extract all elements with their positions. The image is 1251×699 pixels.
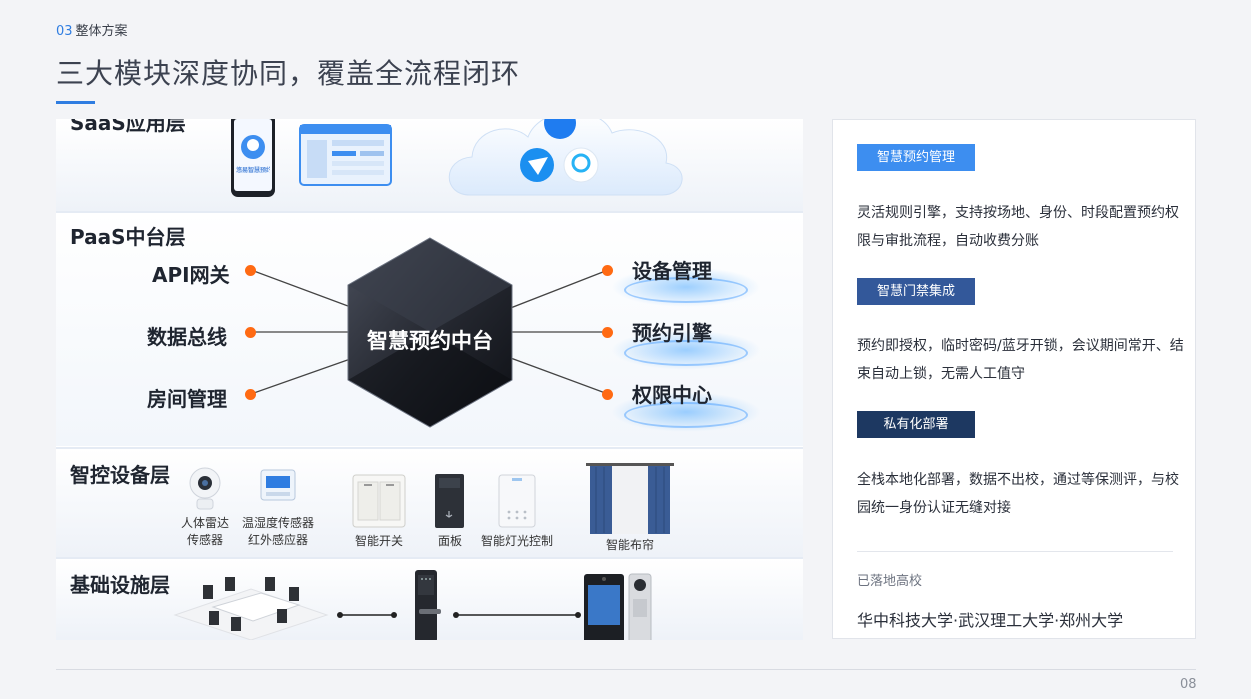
band-separator bbox=[56, 211, 803, 213]
saas-layer-band bbox=[56, 119, 803, 211]
smart-lock-icon bbox=[411, 569, 441, 640]
smart-switch-icon bbox=[352, 474, 406, 528]
saas-layer-label: SaaS应用层 bbox=[70, 119, 186, 135]
smart-switch-label: 智能开关 bbox=[354, 534, 403, 548]
smart-light-control-icon bbox=[498, 474, 536, 528]
device-layer-label: 智控设备层 bbox=[70, 463, 170, 487]
page-number: 08 bbox=[1180, 677, 1197, 692]
device-layer-band bbox=[56, 449, 803, 557]
band-separator bbox=[56, 447, 803, 449]
phone-app-text: 悠易智慧预约 bbox=[236, 167, 270, 174]
deployed-universities-list: 华中科技大学·武汉理工大学·郑州大学 bbox=[857, 611, 1124, 630]
face-terminal-icon bbox=[583, 573, 625, 640]
panel-label: 面板 bbox=[437, 534, 462, 548]
radar-sensor-label-line2: 传感器 bbox=[186, 533, 223, 547]
core-hexagon bbox=[345, 235, 515, 430]
deployed-universities-heading: 已落地高校 bbox=[857, 574, 923, 589]
private-deployment-desc: 全栈本地化部署，数据不出校，通过等保测评，与校园统一身份认证无缝对接 bbox=[857, 472, 1179, 516]
core-label: 智慧预约中台 bbox=[367, 329, 493, 353]
infra-layer-label: 基础设施层 bbox=[70, 573, 170, 597]
left-node-dot bbox=[245, 389, 256, 400]
temperature-sensor-icon bbox=[259, 468, 297, 504]
tag-private-deployment: 私有化部署 bbox=[857, 411, 975, 438]
right-node-dot bbox=[602, 327, 613, 338]
meeting-room-icon bbox=[173, 569, 329, 640]
section-name: 整体方案 bbox=[75, 24, 128, 39]
band-separator bbox=[56, 557, 803, 559]
section-number: 03 bbox=[56, 24, 73, 39]
web-console-icon bbox=[299, 124, 392, 186]
temperature-sensor-label: 温湿度传感器 红外感应器 bbox=[238, 515, 318, 549]
radar-sensor-label-line1: 人体雷达 bbox=[180, 516, 229, 530]
temperature-sensor-label-line1: 温湿度传感器 bbox=[241, 516, 314, 530]
right-node-device-management: 设备管理 bbox=[632, 259, 712, 283]
right-node-dot bbox=[602, 389, 613, 400]
cloud-apps-icon bbox=[440, 119, 688, 199]
tag-booking-management: 智慧预约管理 bbox=[857, 144, 975, 171]
tag-access-control: 智慧门禁集成 bbox=[857, 278, 975, 305]
phone-app-icon: 悠易智慧预约 bbox=[230, 119, 276, 199]
infra-connector-lines bbox=[337, 612, 581, 618]
smart-curtain-icon bbox=[586, 461, 674, 535]
left-node-dot bbox=[245, 327, 256, 338]
node-ring bbox=[624, 340, 748, 366]
access-control-desc: 预约即授权，临时密码/蓝牙开锁，会议期间常开、结束自动上锁，无需人工值守 bbox=[857, 338, 1184, 382]
right-node-dot bbox=[602, 265, 613, 276]
left-node-dot bbox=[245, 265, 256, 276]
right-node-permission-center: 权限中心 bbox=[632, 383, 712, 407]
page-title: 三大模块深度协同，覆盖全流程闭环 bbox=[56, 57, 521, 90]
node-ring bbox=[624, 277, 748, 303]
node-ring bbox=[624, 402, 748, 428]
right-node-booking-engine: 预约引擎 bbox=[632, 321, 712, 345]
left-node-data-bus: 数据总线 bbox=[147, 325, 227, 349]
card-divider bbox=[857, 551, 1173, 552]
booking-management-desc: 灵活规则引擎，支持按场地、身份、时段配置预约权限与审批流程，自动收费分账 bbox=[857, 205, 1179, 249]
title-underline bbox=[56, 101, 95, 104]
smart-light-control-label: 智能灯光控制 bbox=[480, 534, 553, 548]
footer-divider bbox=[56, 669, 1196, 670]
panel-icon bbox=[434, 473, 465, 529]
radar-sensor-icon bbox=[189, 465, 221, 511]
smart-curtain-label: 智能布帘 bbox=[605, 538, 654, 552]
connector-lines bbox=[250, 269, 609, 395]
left-node-room-management: 房间管理 bbox=[147, 387, 227, 411]
feature-card: 智慧预约管理 灵活规则引擎，支持按场地、身份、时段配置预约权限与审批流程，自动收… bbox=[832, 119, 1196, 639]
paas-layer-label: PaaS中台层 bbox=[70, 225, 186, 249]
left-node-api-gateway: API网关 bbox=[152, 263, 230, 287]
access-reader-icon bbox=[628, 573, 652, 640]
radar-sensor-label: 人体雷达 传感器 bbox=[174, 515, 236, 549]
temperature-sensor-label-line2: 红外感应器 bbox=[247, 533, 308, 547]
architecture-diagram: SaaS应用层 悠易智慧预约 bbox=[56, 119, 803, 640]
